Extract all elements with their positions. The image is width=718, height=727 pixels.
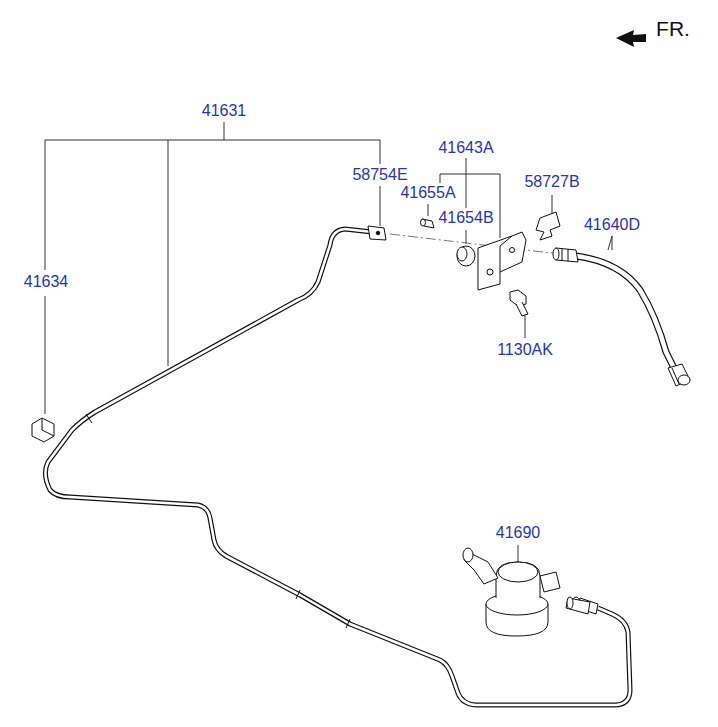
callout-number: 41631 xyxy=(202,102,247,120)
pipe-sleeves xyxy=(86,414,350,628)
callout-number: 58727B xyxy=(524,173,579,191)
callout-number: 41634 xyxy=(24,273,69,291)
bracket xyxy=(478,232,526,290)
flare-nut xyxy=(368,226,386,240)
callout-number: 1130AK xyxy=(497,341,553,359)
retaining-clip xyxy=(536,212,560,240)
brake-pipe-inner xyxy=(45,229,630,705)
callout-number: 41655A xyxy=(400,184,455,202)
callout-number: 58754E xyxy=(352,166,407,184)
front-arrow xyxy=(616,30,646,47)
callout-number: 41654B xyxy=(438,209,493,227)
brake-pipe xyxy=(45,229,630,705)
grommet xyxy=(457,246,475,266)
callout-number: 41690 xyxy=(496,524,541,542)
leader-lines xyxy=(45,122,612,562)
pipe-clip xyxy=(32,418,54,442)
pin xyxy=(421,219,435,228)
bolt xyxy=(510,290,528,316)
assembly-axis xyxy=(390,234,560,254)
callout-number: 41643A xyxy=(438,139,493,157)
valve xyxy=(463,548,590,636)
direction-label: FR. xyxy=(656,17,690,40)
brake-hose xyxy=(576,256,676,372)
hose-fittings xyxy=(553,248,690,386)
brake-hose-inner xyxy=(576,256,676,372)
callout-number: 41640D xyxy=(584,216,640,234)
